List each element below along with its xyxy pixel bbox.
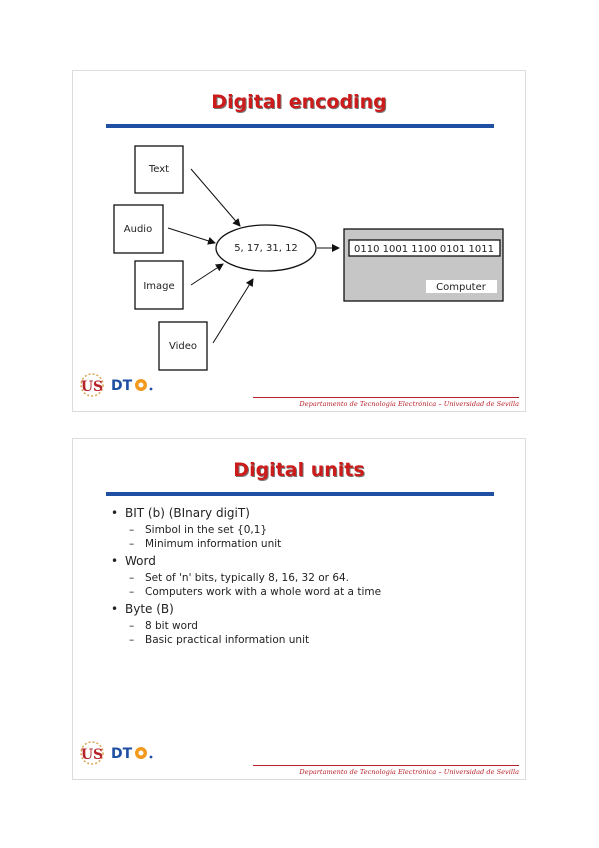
sub-list: Set of 'n' bits, typically 8, 16, 32 or … xyxy=(125,571,381,599)
slide-title: Digital encoding xyxy=(211,91,387,113)
input-video-label: Video xyxy=(169,341,197,352)
svg-text:DT: DT xyxy=(111,378,133,394)
numbers-label: 5, 17, 31, 12 xyxy=(234,243,298,254)
bullet-text: Byte (B) xyxy=(125,602,174,616)
us-dte-logo: US DT xyxy=(80,373,153,397)
sub-list: Simbol in the set {0,1} Minimum informat… xyxy=(125,523,381,551)
input-audio-box: Audio xyxy=(113,204,164,254)
bullet-text: Word xyxy=(125,554,156,568)
svg-text:US: US xyxy=(81,747,103,763)
sub-item: Simbol in the set {0,1} xyxy=(125,523,381,537)
bullet-text: BIT (b) (BInary digiT) xyxy=(125,506,250,520)
input-image-box: Image xyxy=(134,260,184,310)
bullet-byte: Byte (B) 8 bit word Basic practical info… xyxy=(109,601,381,647)
sub-item: Computers work with a whole word at a ti… xyxy=(125,585,381,599)
input-text-label: Text xyxy=(148,164,169,175)
slide-title: Digital units xyxy=(233,459,365,481)
slide-digital-units: Digital units BIT (b) (BInary digiT) Sim… xyxy=(72,438,526,780)
bullet-list: BIT (b) (BInary digiT) Simbol in the set… xyxy=(109,505,381,649)
input-text-box: Text xyxy=(134,145,184,194)
footer-rule xyxy=(253,397,519,398)
input-video-box: Video xyxy=(158,321,208,371)
title-rule xyxy=(106,124,494,128)
sub-item: Minimum information unit xyxy=(125,537,381,551)
title-rule xyxy=(106,492,494,496)
bits-label: 0110 1001 1100 0101 1011 xyxy=(354,244,494,255)
computer-label: Computer xyxy=(436,282,487,293)
arrow-video xyxy=(212,278,254,344)
number-encoding-ellipse: 5, 17, 31, 12 xyxy=(215,224,317,272)
encoding-diagram: Text Audio Image Video 5, 17, 31, 12 xyxy=(113,145,504,371)
bullet-word: Word Set of 'n' bits, typically 8, 16, 3… xyxy=(109,553,381,599)
computer-box: 0110 1001 1100 0101 1011 Computer xyxy=(343,228,504,302)
footer-department: Departamento de Tecnología Electrónica –… xyxy=(299,400,519,408)
arrow-text xyxy=(190,168,241,227)
sub-item: Set of 'n' bits, typically 8, 16, 32 or … xyxy=(125,571,381,585)
footer-rule xyxy=(253,765,519,766)
bullet-bit: BIT (b) (BInary digiT) Simbol in the set… xyxy=(109,505,381,551)
input-audio-label: Audio xyxy=(124,224,152,235)
svg-text:DT: DT xyxy=(111,746,133,762)
footer-department: Departamento de Tecnología Electrónica –… xyxy=(299,768,519,776)
sub-item: 8 bit word xyxy=(125,619,381,633)
arrow-audio xyxy=(167,227,216,245)
sub-list: 8 bit word Basic practical information u… xyxy=(125,619,381,647)
arrow-image xyxy=(190,263,224,286)
slide-digital-encoding: Digital encoding Text Audio Image Video xyxy=(72,70,526,412)
input-image-label: Image xyxy=(143,281,174,292)
sub-item: Basic practical information unit xyxy=(125,633,381,647)
us-dte-logo: US DT xyxy=(80,741,153,765)
svg-text:US: US xyxy=(81,379,103,395)
